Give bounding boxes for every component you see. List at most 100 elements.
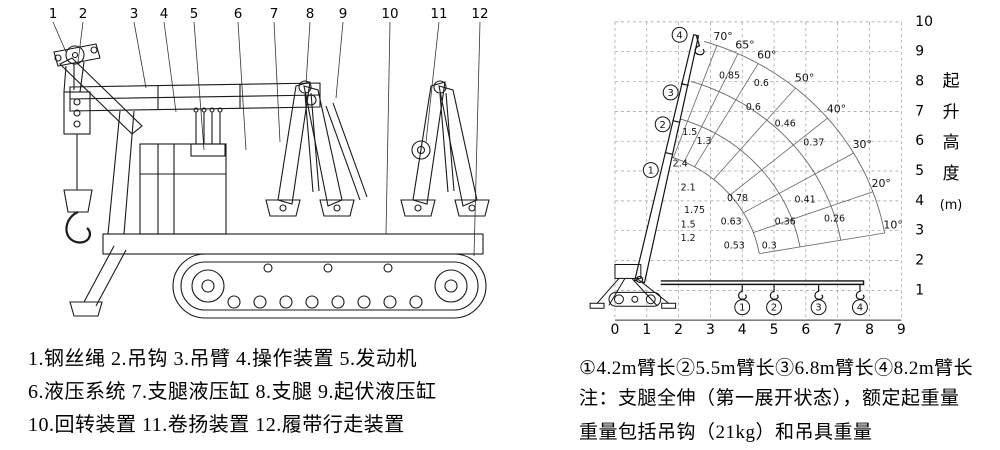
x-tick-label: 3 bbox=[706, 322, 715, 338]
note-line: 重量包括吊钩（21kg）和吊具重量 bbox=[579, 422, 873, 443]
y-axis-unit: (m) bbox=[940, 198, 963, 213]
parts-legend: 1.钢丝绳 2.吊钩 3.吊臂 4.操作装置 5.发动机 6.液压系统 7.支腿… bbox=[28, 343, 558, 442]
angle-label: 65° bbox=[735, 39, 754, 52]
boom-head-pulley-icon bbox=[53, 43, 101, 135]
callout-number: 12 bbox=[471, 6, 488, 22]
load-value: 0.6 bbox=[746, 102, 761, 113]
load-value: 0.26 bbox=[824, 214, 845, 225]
y-tick-label: 8 bbox=[915, 74, 924, 90]
load-value: 0.3 bbox=[762, 241, 777, 252]
x-tick-label: 2 bbox=[674, 322, 683, 338]
x-tick-label: 1 bbox=[642, 322, 651, 338]
load-chart-panel: 70° 65° 60° 50° 40° 30° 20° 10° bbox=[575, 2, 997, 450]
y-tick-label: 1 bbox=[915, 282, 924, 298]
y-tick-label: 9 bbox=[915, 44, 924, 60]
angle-label: 40° bbox=[827, 102, 846, 115]
load-value: 0.78 bbox=[727, 193, 748, 204]
boom-length-caption: ①4.2m臂长②5.5m臂长③6.8m臂长④8.2m臂长 bbox=[579, 358, 974, 379]
track-assembly bbox=[172, 253, 487, 319]
parts-legend-line: 10.回转装置 11.卷扬装置 12.履带行走装置 bbox=[28, 414, 405, 436]
callout-number: 5 bbox=[190, 6, 199, 22]
load-value: 0.37 bbox=[803, 138, 824, 149]
load-value: 0.63 bbox=[721, 217, 742, 228]
x-tick-label: 0 bbox=[611, 322, 620, 338]
y-axis-title-char: 度 bbox=[943, 163, 960, 183]
load-value: 1.2 bbox=[681, 233, 696, 244]
y-tick-label: 7 bbox=[915, 103, 924, 119]
load-value: 0.53 bbox=[724, 241, 745, 252]
callout-number: 3 bbox=[130, 6, 139, 22]
callout-number: 10 bbox=[381, 6, 398, 22]
y-tick-label: 6 bbox=[915, 133, 924, 149]
angle-label: 60° bbox=[757, 49, 776, 62]
front-outrigger-legs bbox=[69, 245, 127, 317]
callout-number: 9 bbox=[339, 6, 348, 22]
hook-icon bbox=[63, 189, 93, 244]
load-value: 0.85 bbox=[719, 71, 740, 82]
load-value: 1.5 bbox=[682, 127, 697, 138]
boom-stowed bbox=[69, 82, 321, 112]
callout-number: 7 bbox=[270, 6, 279, 22]
y-tick-label: 3 bbox=[915, 223, 924, 239]
luffing-cylinder bbox=[325, 102, 368, 201]
load-value: 0.36 bbox=[775, 217, 796, 228]
x-tick-label: 7 bbox=[833, 322, 842, 338]
angle-label: 70° bbox=[713, 30, 732, 43]
y-axis-title-char: 起 bbox=[943, 71, 960, 91]
y-axis-title-char: 高 bbox=[943, 132, 960, 152]
y-tick-label: 2 bbox=[915, 252, 924, 268]
load-value: 1.3 bbox=[697, 136, 712, 147]
x-tick-label: 6 bbox=[801, 322, 810, 338]
x-tick-label: 8 bbox=[865, 322, 874, 338]
outrigger-frame-rear bbox=[400, 80, 490, 217]
load-value: 0.6 bbox=[754, 78, 769, 89]
boom-tip-arcs bbox=[666, 41, 886, 254]
outrigger-frame-front bbox=[265, 80, 355, 217]
crane-line-drawing: 1 2 3 4 5 6 7 8 9 10 11 12 bbox=[49, 6, 490, 319]
boom-drawing bbox=[634, 33, 705, 284]
hook-position-icons bbox=[737, 284, 865, 300]
angle-label: 20° bbox=[871, 177, 890, 190]
engine-box bbox=[139, 143, 227, 235]
load-value: 2.4 bbox=[673, 159, 688, 170]
load-value: 2.1 bbox=[681, 182, 696, 193]
callout-leader-lines bbox=[52, 21, 481, 257]
callout-number: 2 bbox=[79, 6, 88, 22]
load-value: 1.5 bbox=[681, 220, 696, 231]
boom-section-marker: 2 bbox=[660, 120, 666, 131]
callout-number: 1 bbox=[49, 6, 58, 22]
boom-angle-lines bbox=[673, 45, 885, 255]
x-tick-label: 5 bbox=[770, 322, 779, 338]
angle-label: 50° bbox=[795, 72, 814, 85]
parts-legend-line: 1.钢丝绳 2.吊钩 3.吊臂 4.操作装置 5.发动机 bbox=[28, 348, 417, 370]
jib-beam bbox=[59, 57, 143, 135]
crane-base-icon bbox=[589, 263, 677, 309]
x-tick-label: 9 bbox=[897, 322, 906, 338]
y-tick-label: 5 bbox=[915, 163, 924, 179]
angle-label: 30° bbox=[853, 138, 872, 151]
crane-diagram-panel: 1 2 3 4 5 6 7 8 9 10 11 12 bbox=[8, 2, 558, 442]
y-axis-title-char: 升 bbox=[943, 101, 960, 121]
callout-number: 6 bbox=[234, 6, 243, 22]
y-tick-label: 4 bbox=[915, 193, 924, 209]
x-tick-label: 4 bbox=[738, 322, 747, 338]
callout-number: 11 bbox=[430, 6, 447, 22]
parts-legend-line: 6.液压系统 7.支腿液压缸 8.支腿 9.起伏液压缸 bbox=[28, 381, 437, 403]
hook-position-markers: 1 2 3 4 bbox=[734, 299, 868, 316]
callout-number: 8 bbox=[306, 6, 315, 22]
chart-notes: 注：支腿全伸（第一展开状态），额定起重量 重量包括吊钩（21kg）和吊具重量 bbox=[579, 382, 997, 450]
slewing-deck bbox=[102, 233, 484, 255]
working-range-chart: 70° 65° 60° 50° 40° 30° 20° 10° bbox=[589, 14, 963, 338]
horizontal-boom bbox=[660, 280, 865, 286]
hook-position-marker: 1 bbox=[739, 303, 745, 314]
hook-position-marker: 3 bbox=[815, 303, 821, 314]
y-tick-label: 10 bbox=[915, 14, 933, 30]
note-line: 注：支腿全伸（第一展开状态），额定起重量 bbox=[579, 388, 960, 409]
hook-position-marker: 4 bbox=[857, 303, 863, 314]
boom-section-markers: 1 2 3 4 bbox=[642, 26, 688, 178]
boom-section-marker: 4 bbox=[676, 30, 682, 41]
load-value: 1.75 bbox=[684, 205, 705, 216]
angle-label: 10° bbox=[883, 219, 902, 232]
boom-section-marker: 1 bbox=[648, 166, 654, 177]
